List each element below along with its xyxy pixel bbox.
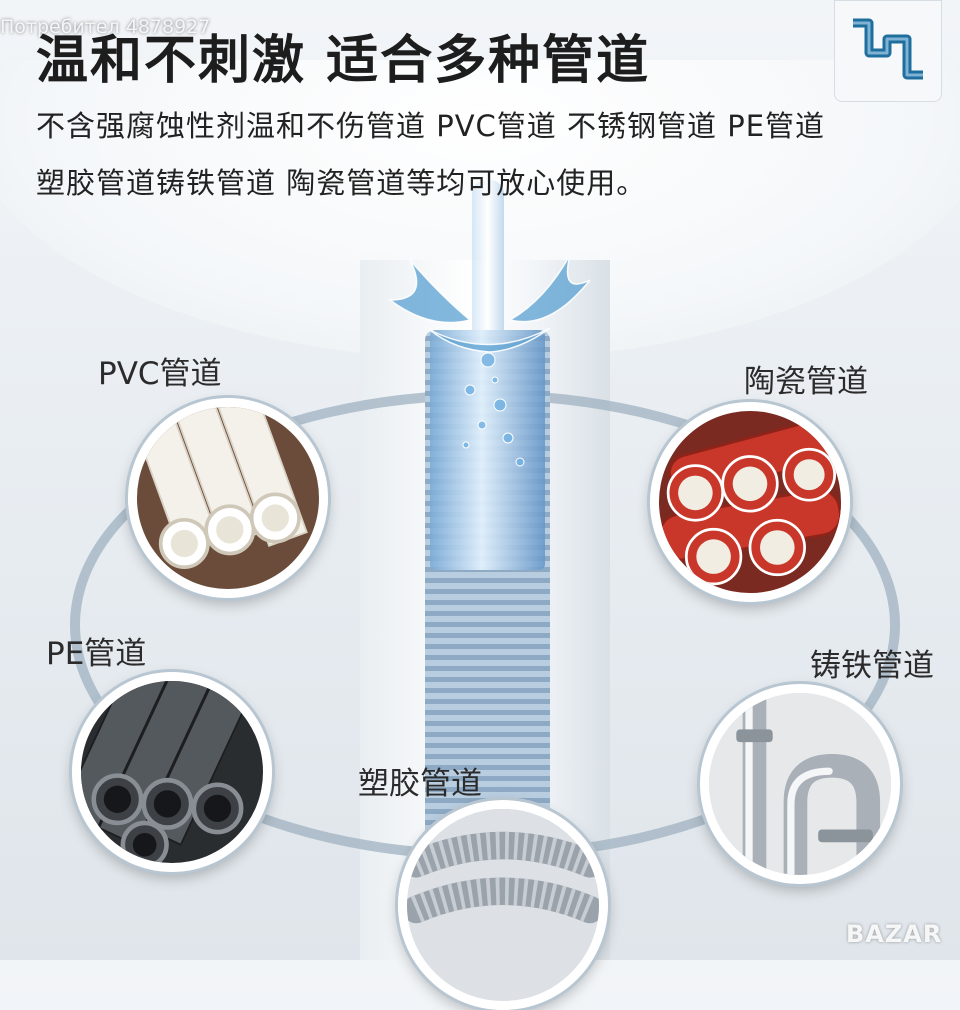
label-ceramic-pipe: 陶瓷管道	[744, 364, 868, 400]
label-plastic-pipe: 塑胶管道	[358, 766, 482, 802]
logo-badge	[834, 0, 942, 102]
subtitle-line-1: 不含强腐蚀性剂温和不伤管道 PVC管道 不锈钢管道 PE管道	[36, 109, 826, 143]
user-watermark: Потребител 4878927	[0, 16, 211, 38]
cast-iron-pipe-photo	[700, 684, 900, 884]
water-splash-icon	[387, 254, 591, 467]
brand-watermark: BAZAR	[846, 920, 943, 948]
pe-pipe-photo	[72, 672, 272, 872]
label-cast-iron-pipe: 铸铁管道	[810, 648, 934, 684]
ceramic-pipe-image	[659, 411, 841, 593]
pvc-pipe-photo	[128, 398, 328, 598]
ceramic-pipe-photo	[650, 402, 850, 602]
water-filled-pipe	[430, 330, 545, 570]
page-title: 温和不刺激 适合多种管道	[36, 31, 651, 91]
pe-pipe-image	[81, 681, 263, 863]
plastic-hose-photo	[398, 800, 608, 1010]
subtitle-line-2: 塑胶管道铸铁管道 陶瓷管道等均可放心使用。	[36, 166, 647, 200]
label-pe-pipe: PE管道	[46, 636, 147, 672]
plastic-hose-image	[407, 809, 599, 1001]
label-pvc-pipe: PVC管道	[98, 356, 222, 392]
pipe-logo-icon	[853, 18, 923, 80]
pvc-pipe-image	[137, 407, 319, 589]
cast-iron-pipe-image	[709, 693, 891, 875]
water-stream	[472, 180, 504, 350]
